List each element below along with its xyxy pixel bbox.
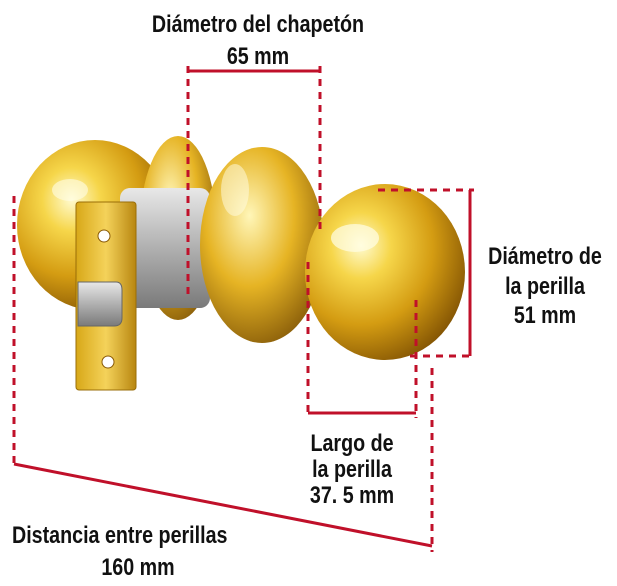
chapeton-diameter-label: Diámetro del chapetón bbox=[151, 11, 365, 38]
chapeton-diameter-value: 65 mm bbox=[226, 43, 290, 70]
distance-between-knobs-value: 160 mm bbox=[101, 554, 175, 581]
knob-length-value: 37. 5 mm bbox=[309, 482, 395, 509]
knob-diameter-label-line2: la perilla bbox=[505, 273, 585, 300]
knob-diameter-value: 51 mm bbox=[513, 302, 577, 329]
right-rose bbox=[200, 147, 324, 343]
latch-bolt bbox=[77, 281, 123, 327]
knob-length-label-line2: la perilla bbox=[312, 456, 392, 483]
knob-length-label-line1: Largo de bbox=[310, 430, 394, 457]
left-knob-highlight bbox=[52, 179, 88, 201]
right-knob bbox=[305, 184, 465, 360]
knob-diameter-label-line1: Diámetro de bbox=[488, 243, 602, 270]
right-knob-highlight bbox=[331, 224, 379, 252]
distance-dimension-line bbox=[13, 462, 433, 548]
rose-highlight bbox=[221, 164, 249, 216]
distance-between-knobs-label: Distancia entre perillas bbox=[12, 522, 228, 549]
faceplate-screw-hole-bottom bbox=[101, 355, 115, 369]
faceplate-screw-hole-top bbox=[97, 229, 111, 243]
